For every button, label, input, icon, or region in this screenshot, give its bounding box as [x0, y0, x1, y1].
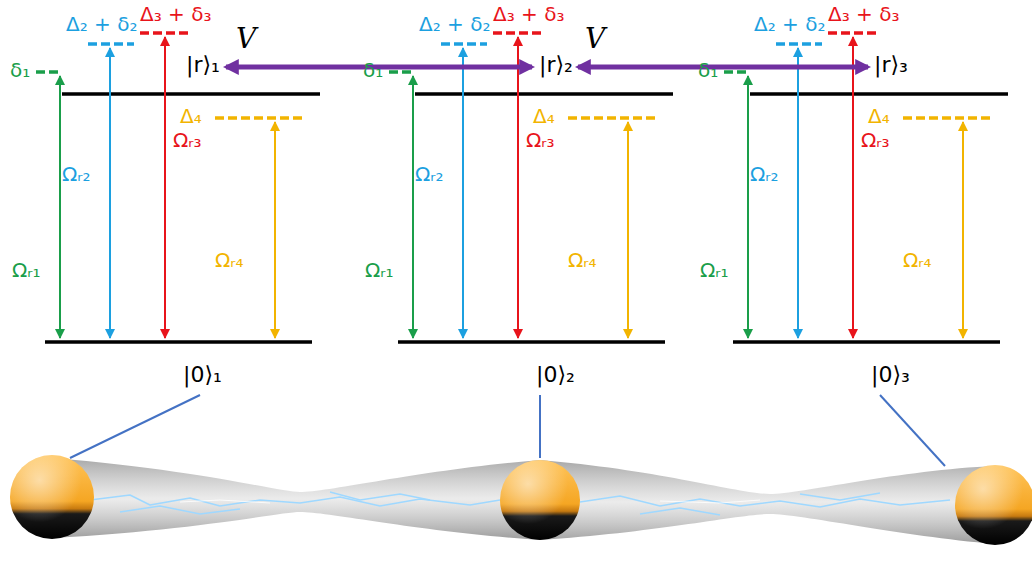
- state-label: |r⟩₂: [539, 52, 573, 78]
- rabi-label: Ωᵣ₂: [62, 162, 90, 186]
- detuning-label: δ₁: [363, 58, 383, 82]
- rabi-label: Ωᵣ₂: [750, 162, 778, 186]
- state-label: |r⟩₁: [186, 52, 220, 78]
- rabi-label: Ωᵣ₁: [365, 258, 393, 282]
- detuning-label: Δ₃ + δ₃: [828, 2, 899, 26]
- rabi-label: Ωᵣ₃: [526, 128, 554, 152]
- interaction-label: V: [585, 22, 605, 56]
- state-label: |r⟩₃: [874, 52, 908, 78]
- detuning-label: Δ₂ + δ₂: [754, 12, 825, 36]
- rabi-label: Ωᵣ₄: [568, 248, 596, 272]
- state-label: |0⟩₃: [871, 362, 910, 388]
- rabi-label: Ωᵣ₄: [215, 248, 243, 272]
- detuning-label: Δ₄: [533, 104, 555, 128]
- rabi-label: Ωᵣ₃: [861, 128, 889, 152]
- state-label: |0⟩₂: [536, 362, 575, 388]
- detuning-label: Δ₃ + δ₃: [493, 2, 564, 26]
- rabi-label: Ωᵣ₄: [903, 248, 931, 272]
- state-label: |0⟩₁: [183, 362, 222, 388]
- detuning-label: δ₁: [698, 58, 718, 82]
- detuning-label: Δ₃ + δ₃: [140, 2, 211, 26]
- rabi-label: Ωᵣ₁: [700, 258, 728, 282]
- detuning-label: δ₁: [10, 58, 30, 82]
- interaction-label: V: [236, 22, 256, 56]
- rabi-label: Ωᵣ₂: [415, 162, 443, 186]
- detuning-label: Δ₄: [180, 104, 202, 128]
- rabi-label: Ωᵣ₁: [12, 258, 40, 282]
- detuning-label: Δ₂ + δ₂: [419, 12, 490, 36]
- rabi-label: Ωᵣ₃: [173, 128, 201, 152]
- detuning-label: Δ₄: [868, 104, 890, 128]
- detuning-label: Δ₂ + δ₂: [66, 12, 137, 36]
